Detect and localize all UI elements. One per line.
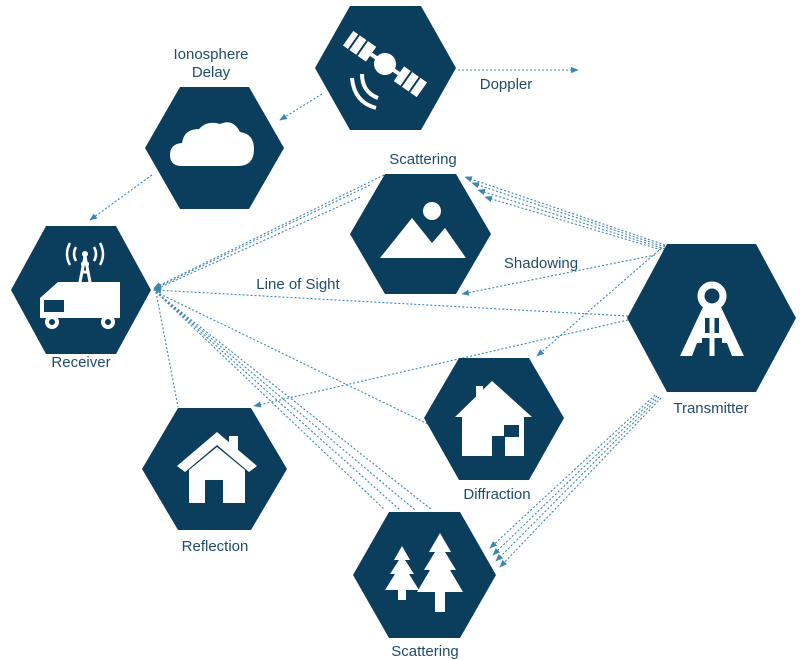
label-receiver: Receiver	[51, 354, 110, 371]
link-satellite-ionosphere	[279, 93, 323, 121]
link-transmitter-scattering-top	[484, 196, 666, 252]
antenna-van-icon	[40, 242, 120, 329]
link-transmitter-scattering-bottom	[489, 394, 656, 549]
node-scattering-top	[350, 174, 491, 294]
label-ionosphere: Ionosphere	[173, 46, 248, 63]
link-receiver-scattering-bottom	[155, 291, 433, 511]
label-reflection: Reflection	[182, 538, 249, 555]
label-scattering-top: Scattering	[389, 151, 457, 168]
link-transmitter-scattering-top	[471, 182, 666, 248]
node-scattering-bottom	[353, 512, 496, 638]
signal-waves-icon	[350, 73, 379, 110]
label-transmitter: Transmitter	[673, 400, 748, 417]
label-shadowing: Shadowing	[504, 255, 578, 272]
trees-icon	[385, 533, 463, 612]
mountain-icon	[380, 202, 466, 258]
link-line-of-sight	[153, 287, 629, 317]
node-ionosphere	[145, 87, 284, 209]
link-transmitter-diffraction	[536, 244, 666, 357]
link-receiver-scattering-bottom	[155, 291, 416, 511]
house-icon	[177, 432, 257, 503]
node-receiver	[11, 226, 151, 354]
link-receiver-scattering-bottom	[155, 291, 401, 511]
label-doppler: Doppler	[480, 76, 533, 93]
link-transmitter-scattering-bottom	[499, 397, 662, 568]
link-transmitter-scattering-top	[477, 189, 666, 250]
link-scattering-top-receiver	[153, 174, 385, 289]
link-receiver-reflection	[155, 291, 179, 408]
cloud-icon	[170, 122, 254, 166]
satellite-icon	[342, 30, 428, 98]
label-diffraction: Diffraction	[463, 486, 530, 503]
link-ionosphere-receiver	[89, 174, 153, 221]
node-diffraction	[424, 358, 564, 480]
node-reflection	[142, 408, 287, 530]
label-line-of-sight: Line of Sight	[256, 276, 340, 293]
transmitter-tower-icon	[680, 281, 744, 356]
link-receiver-diffraction	[155, 291, 431, 426]
node-transmitter	[627, 244, 796, 392]
link-transmitter-scattering-bottom	[495, 396, 660, 562]
link-transmitter-scattering-top	[464, 176, 666, 246]
label-scattering-bottom: Scattering	[391, 643, 459, 660]
label-ionosphere-delay: Delay	[192, 64, 231, 81]
node-satellite	[315, 6, 456, 130]
connections	[89, 66, 666, 568]
link-transmitter-shadowing	[461, 254, 656, 296]
link-receiver-scattering-bottom	[155, 291, 386, 511]
house-icon	[455, 381, 532, 456]
link-scattering-top-receiver	[153, 196, 361, 291]
